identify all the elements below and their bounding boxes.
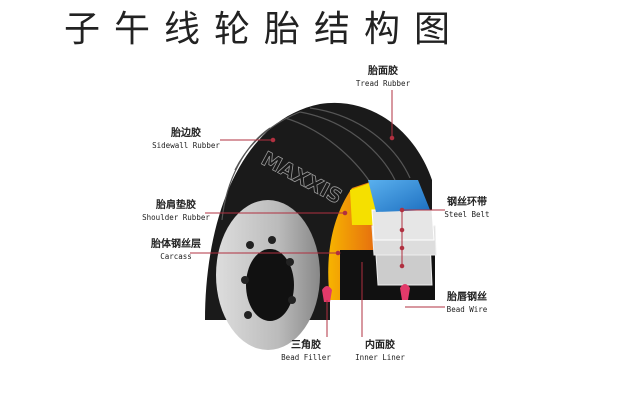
label-en: Sidewall Rubber — [152, 141, 220, 150]
label-en: Carcass — [160, 252, 192, 261]
label-zh: 钢丝环带 — [447, 197, 487, 208]
diagram-title: 子午线轮胎结构图 — [64, 9, 465, 50]
label-bead-filler: 三角胶 Bead Filler — [281, 340, 331, 364]
label-zh: 三角胶 — [290, 340, 321, 351]
label-zh: 胎边胶 — [170, 128, 201, 139]
label-en: Inner Liner — [355, 353, 405, 362]
label-en: Bead Filler — [281, 353, 331, 362]
label-tread-rubber: 胎面胶 Tread Rubber — [356, 66, 410, 90]
label-sidewall-rubber: 胎边胶 Sidewall Rubber — [152, 128, 220, 152]
label-zh: 胎肩垫胶 — [155, 200, 196, 211]
bead-wire-left — [322, 286, 332, 302]
steel-belt-blue — [368, 180, 430, 212]
label-inner-liner: 内面胶 Inner Liner — [355, 340, 405, 364]
tread-grooves — [221, 107, 411, 221]
lug-nuts — [241, 236, 296, 319]
label-carcass: 胎体钢丝层 Carcass — [151, 239, 201, 263]
label-zh: 胎面胶 — [368, 66, 398, 77]
label-en: Tread Rubber — [355, 79, 411, 88]
label-shoulder-rubber: 胎肩垫胶 Shoulder Rubber — [142, 200, 210, 224]
label-zh: 内面胶 — [364, 340, 395, 351]
leader-lines — [190, 90, 445, 337]
label-steel-belt: 钢丝环带 Steel Belt — [444, 197, 489, 221]
bead-wire-right — [400, 284, 410, 300]
label-en: Shoulder Rubber — [142, 213, 210, 222]
label-zh: 胎唇钢丝 — [446, 292, 487, 303]
label-bead-wire: 胎唇钢丝 Bead Wire — [447, 292, 488, 316]
label-en: Bead Wire — [446, 305, 488, 314]
steel-belt-grey-1 — [371, 209, 435, 241]
label-en: Steel Belt — [444, 210, 490, 219]
label-zh: 胎体钢丝层 — [151, 239, 201, 250]
